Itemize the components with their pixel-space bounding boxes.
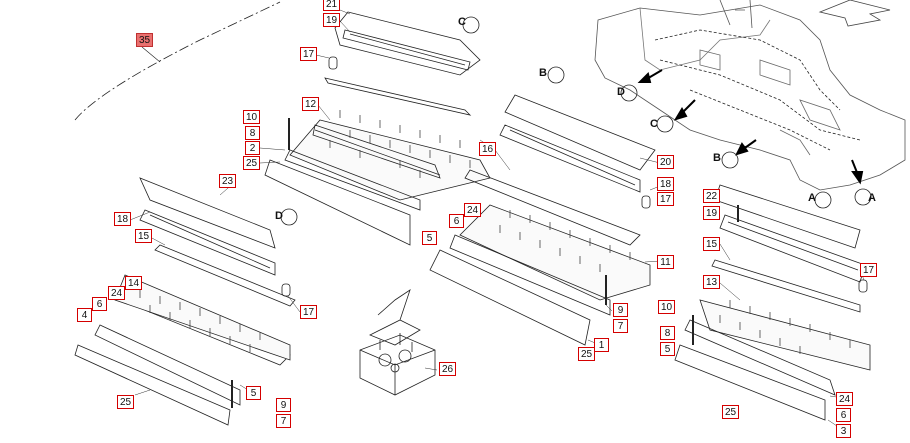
callout[interactable]: 15 [703, 237, 720, 251]
parts-box [359, 289, 436, 396]
callout[interactable]: 1 [594, 338, 609, 352]
assembly-c [264, 11, 491, 246]
callout[interactable]: 6 [92, 297, 107, 311]
callout[interactable]: 24 [108, 286, 125, 300]
callout[interactable]: 7 [276, 414, 291, 428]
callout[interactable]: 7 [613, 319, 628, 333]
callout[interactable]: 19 [703, 206, 720, 220]
callout[interactable]: 8 [660, 326, 675, 340]
callout[interactable]: 5 [660, 342, 675, 356]
assembly-b [429, 94, 656, 346]
callout[interactable]: 5 [246, 386, 261, 400]
view-label-a: A [868, 192, 876, 204]
assembly-a [674, 184, 871, 421]
callout[interactable]: 12 [302, 97, 319, 111]
view-label-a: A [808, 192, 816, 204]
callout[interactable]: 13 [703, 275, 720, 289]
callout[interactable]: 15 [135, 229, 152, 243]
callout[interactable]: 6 [836, 408, 851, 422]
callout[interactable]: 17 [300, 305, 317, 319]
callout[interactable]: 17 [657, 192, 674, 206]
callout[interactable]: 24 [464, 203, 481, 217]
callout[interactable]: 18 [114, 212, 131, 226]
view-label-d: D [617, 86, 625, 98]
callout[interactable]: 8 [245, 126, 260, 140]
view-label-c: C [650, 118, 658, 130]
callout[interactable]: 17 [300, 47, 317, 61]
callout[interactable]: 2 [245, 141, 260, 155]
callout[interactable]: 6 [449, 214, 464, 228]
callout[interactable]: 4 [77, 308, 92, 322]
direction-arrow [818, 0, 891, 27]
frame-outline [74, 1, 281, 121]
callout[interactable]: 3 [836, 424, 851, 438]
callout[interactable]: 10 [658, 300, 675, 314]
callout[interactable]: 16 [479, 142, 496, 156]
callout[interactable]: 21 [323, 0, 340, 11]
callout[interactable]: 9 [613, 303, 628, 317]
callout[interactable]: 25 [578, 347, 595, 361]
callout[interactable]: 35 [136, 33, 153, 47]
callout[interactable]: 25 [722, 405, 739, 419]
callout[interactable]: 25 [243, 156, 260, 170]
callout[interactable]: 5 [422, 231, 437, 245]
callout[interactable]: 9 [276, 398, 291, 412]
view-label-b: B [539, 67, 547, 79]
callout[interactable]: 19 [323, 13, 340, 27]
callout[interactable]: 11 [657, 255, 674, 269]
callout[interactable]: 23 [219, 174, 236, 188]
callout[interactable]: 25 [117, 395, 134, 409]
view-label-b: B [713, 152, 721, 164]
leader-35 [141, 46, 161, 63]
callout[interactable]: 20 [657, 155, 674, 169]
assembly-d [74, 177, 296, 426]
callout[interactable]: 10 [243, 110, 260, 124]
callout[interactable]: 24 [836, 392, 853, 406]
callout[interactable]: 26 [439, 362, 456, 376]
callout[interactable]: 22 [703, 189, 720, 203]
callout[interactable]: 18 [657, 177, 674, 191]
view-label-c: C [458, 16, 466, 28]
callout[interactable]: 17 [860, 263, 877, 277]
view-label-d: D [275, 210, 283, 222]
callout[interactable]: 14 [125, 276, 142, 290]
machine-housing [594, 0, 906, 191]
